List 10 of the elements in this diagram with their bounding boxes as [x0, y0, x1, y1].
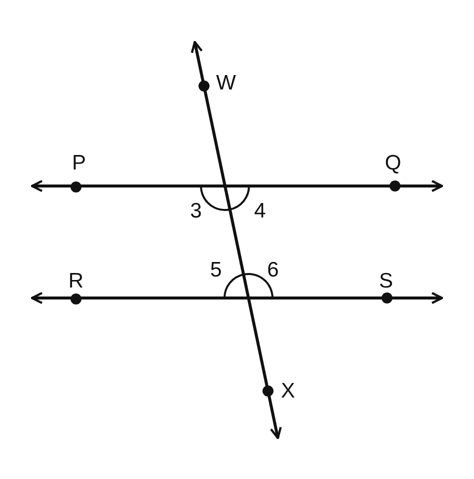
angle-label: 6	[267, 260, 279, 280]
angle-label: 3	[190, 200, 202, 222]
point-label: R	[68, 270, 84, 292]
point-label: Q	[384, 152, 402, 174]
angle-label: 5	[210, 260, 222, 280]
point-label: X	[281, 380, 295, 402]
point-label: P	[72, 152, 86, 174]
point-label: S	[379, 270, 393, 292]
point-label: W	[216, 72, 236, 94]
angle-label: 4	[254, 200, 266, 222]
